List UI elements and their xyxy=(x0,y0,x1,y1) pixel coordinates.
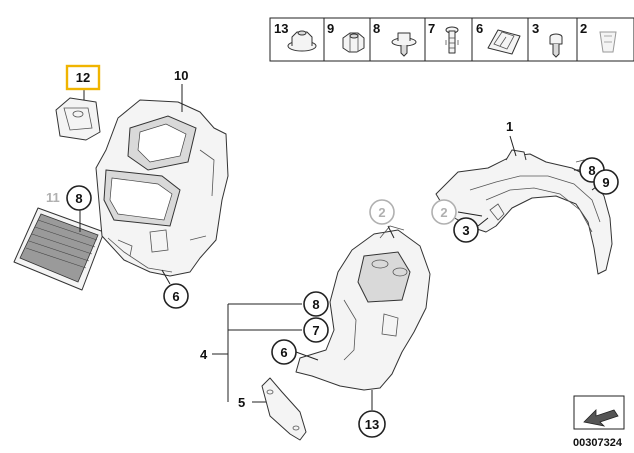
callout-2-liner[interactable]: 2 xyxy=(431,199,457,225)
strip-label-3[interactable]: 3 xyxy=(532,21,539,36)
screw-icon[interactable] xyxy=(549,33,563,58)
callout-13[interactable]: 13 xyxy=(358,410,386,438)
callout-7[interactable]: 7 xyxy=(303,317,329,343)
expanding-rivet-icon[interactable] xyxy=(445,26,459,54)
callout-8-filter[interactable]: 8 xyxy=(66,185,92,211)
spring-clip-icon[interactable] xyxy=(487,29,521,55)
strip-label-8[interactable]: 8 xyxy=(373,21,380,36)
callout-8-liner-label: 8 xyxy=(588,163,595,178)
callout-4-label[interactable]: 4 xyxy=(200,347,208,362)
strip-label-13[interactable]: 13 xyxy=(274,21,288,36)
callout-6-duct-label: 6 xyxy=(172,289,179,304)
arrow-icon xyxy=(583,409,619,427)
callout-12[interactable]: 12 xyxy=(65,64,101,91)
filter-element-part[interactable] xyxy=(13,207,105,291)
callout-3-label: 3 xyxy=(462,223,469,238)
nav-arrow-button[interactable] xyxy=(573,395,625,430)
hex-nut-icon[interactable] xyxy=(342,32,365,53)
strip-label-9[interactable]: 9 xyxy=(327,21,334,36)
callout-9-label: 9 xyxy=(602,175,609,190)
diagram-id: 00307324 xyxy=(573,437,623,449)
callout-8-front[interactable]: 8 xyxy=(303,291,329,317)
callout-9[interactable]: 9 xyxy=(593,169,619,195)
callout-3[interactable]: 3 xyxy=(453,217,479,243)
leader-lines xyxy=(79,84,601,410)
flange-nut-icon[interactable] xyxy=(287,30,317,52)
callout-5-label[interactable]: 5 xyxy=(238,395,245,410)
callouts: 12 10 11 8 6 1 8 9 2 3 xyxy=(46,64,619,438)
strip-label-6[interactable]: 6 xyxy=(476,21,483,36)
callout-7-label: 7 xyxy=(312,323,319,338)
callout-11-label[interactable]: 11 xyxy=(46,190,60,205)
callout-6-front-label: 6 xyxy=(280,345,287,360)
strip-label-7[interactable]: 7 xyxy=(428,21,435,36)
callout-2-liner-label: 2 xyxy=(440,205,447,220)
callout-6-front[interactable]: 6 xyxy=(271,339,297,365)
wheel-arch-liner-part[interactable] xyxy=(435,149,613,275)
callout-2-front[interactable]: 2 xyxy=(369,199,395,225)
callout-6-duct[interactable]: 6 xyxy=(163,283,189,309)
strip-label-2[interactable]: 2 xyxy=(580,21,587,36)
bracket-part[interactable] xyxy=(261,377,307,441)
washer-screw-icon[interactable] xyxy=(391,32,417,57)
duct-housing-part[interactable] xyxy=(95,99,229,277)
callout-2-front-label: 2 xyxy=(378,205,385,220)
plastic-nut-icon[interactable] xyxy=(599,31,617,53)
callout-8-filter-label: 8 xyxy=(75,191,82,206)
callout-13-label: 13 xyxy=(365,417,379,432)
callout-10-label[interactable]: 10 xyxy=(174,68,188,83)
callout-8-front-label: 8 xyxy=(312,297,319,312)
small-cover-part[interactable] xyxy=(55,97,101,141)
callout-1-label[interactable]: 1 xyxy=(506,119,513,134)
callout-12-label: 12 xyxy=(76,70,90,85)
front-liner-part[interactable] xyxy=(295,225,431,391)
fastener-strip: 13 9 8 7 6 3 2 xyxy=(269,17,634,62)
